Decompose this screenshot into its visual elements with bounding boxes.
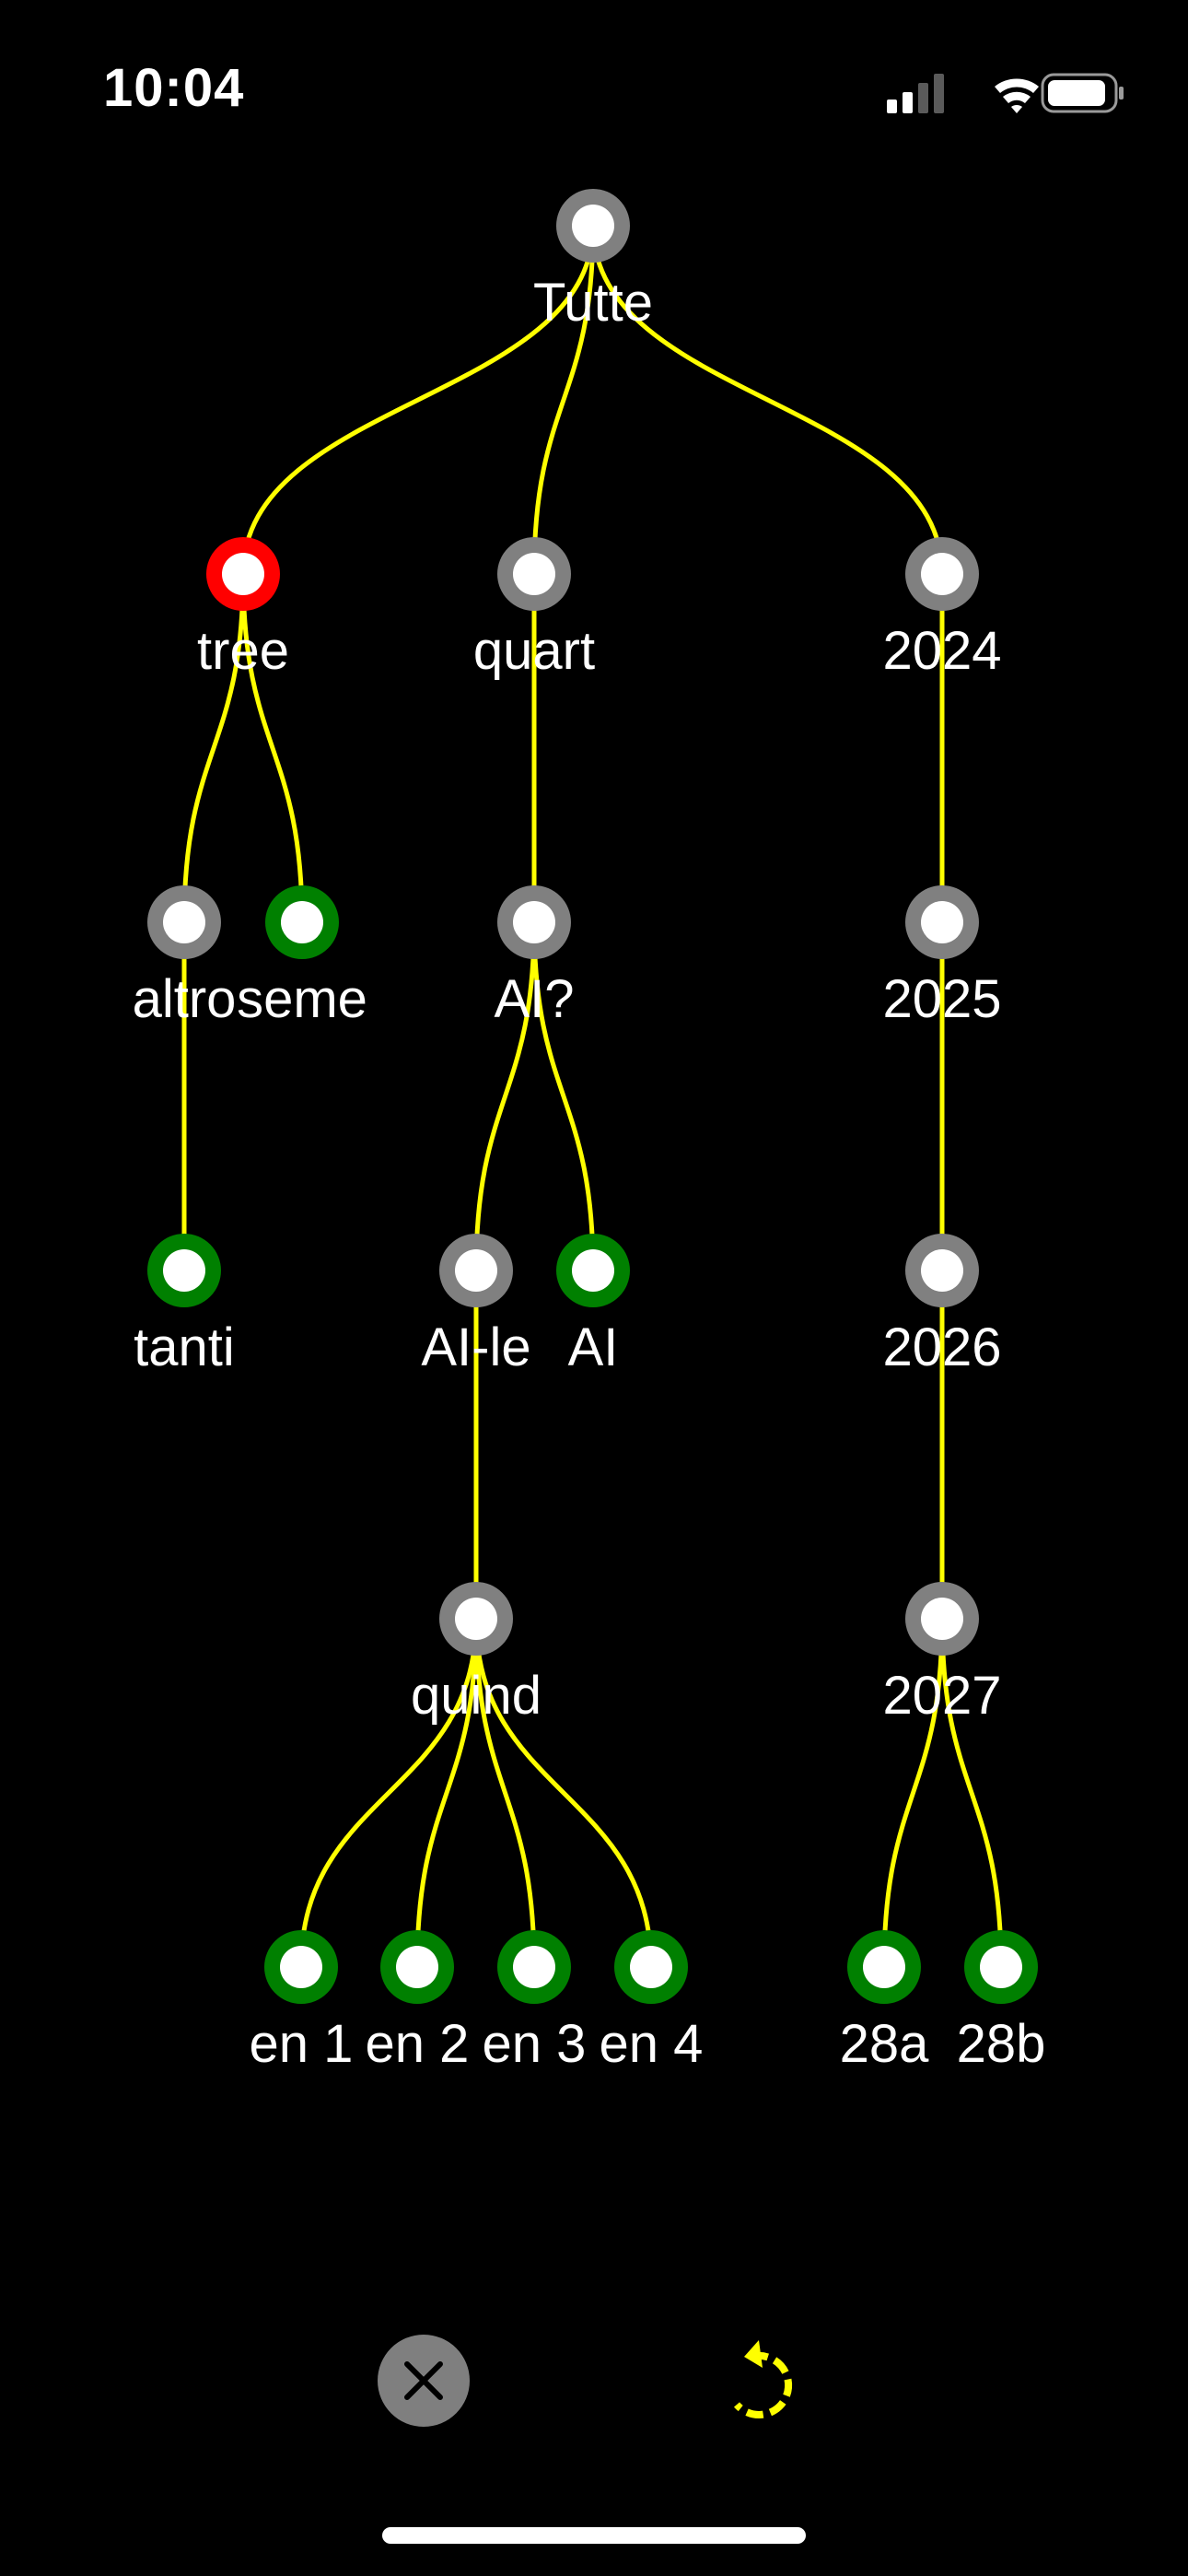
edge-ai_q-ai_le [473,921,537,1271]
edge-quind-en4 [473,1618,654,1968]
node-center [921,1249,963,1292]
edge-y2027-y28a [881,1618,945,1968]
node-center [163,901,205,943]
tree-node-tree[interactable]: tree [197,537,289,681]
edge-tutte-tree [240,225,596,575]
edge-tutte-quart [531,225,596,575]
tree-node-y2026[interactable]: 2026 [882,1234,1002,1377]
node-center [513,901,555,943]
tree-node-ai_le[interactable]: AI-le [421,1234,531,1377]
edge-quind-en2 [414,1618,479,1968]
tree-node-tanti[interactable]: tanti [134,1234,235,1377]
node-center [572,205,614,247]
node-center [163,1249,205,1292]
node-center [630,1946,672,1988]
tree-node-seme[interactable]: seme [237,885,367,1029]
node-label: 28a [840,2014,930,2074]
node-label: 2026 [882,1317,1001,1377]
node-center [863,1946,905,1988]
node-label: quind [411,1666,542,1726]
battery-icon [1041,73,1124,113]
node-center [513,1946,555,1988]
tree-node-y28a[interactable]: 28a [840,1930,930,2074]
tree-node-y2024[interactable]: 2024 [882,537,1002,681]
tree-node-y2027[interactable]: 2027 [882,1582,1002,1726]
node-label: seme [237,969,367,1029]
rotate-ccw-icon [733,2340,793,2418]
node-center [980,1946,1022,1988]
home-indicator[interactable] [382,2527,806,2544]
node-label: en 4 [600,2014,704,2074]
status-time: 10:04 [103,58,245,118]
tree-node-quind[interactable]: quind [411,1582,542,1726]
status-icons [887,73,1124,113]
node-label: tree [197,621,289,681]
wifi-icon [995,78,1039,113]
node-label: 2027 [882,1666,1001,1726]
node-center [396,1946,438,1988]
bottom-toolbar [0,2303,1188,2488]
tree-node-en2[interactable]: en 2 [366,1930,470,2074]
node-center [222,553,264,595]
node-label: Tutte [533,273,653,333]
tree-node-ai[interactable]: AI [556,1234,630,1377]
node-label: en 3 [483,2014,587,2074]
reset-button[interactable] [711,2329,814,2432]
node-center [921,1598,963,1640]
node-label: 2024 [882,621,1001,681]
edge-tutte-y2024 [590,225,945,575]
edge-tree-altro [181,573,246,923]
node-center [921,553,963,595]
tree-node-quart[interactable]: quart [473,537,595,681]
node-label: en 2 [366,2014,470,2074]
tree-node-en4[interactable]: en 4 [600,1930,704,2074]
edge-tree-seme [240,573,305,923]
edge-quind-en3 [473,1618,537,1968]
node-center [281,901,323,943]
tree-node-y28b[interactable]: 28b [957,1930,1046,2074]
node-label: AI-le [421,1317,530,1377]
tree-node-en3[interactable]: en 3 [483,1930,587,2074]
node-center [513,553,555,595]
node-center [455,1249,497,1292]
close-button[interactable] [378,2335,470,2427]
node-center [280,1946,322,1988]
node-center [455,1598,497,1640]
edge-ai_q-ai [531,921,596,1271]
node-center [572,1249,614,1292]
tree-node-ai_q[interactable]: AI? [494,885,575,1029]
node-label: 2025 [882,969,1001,1029]
node-label: 28b [957,2014,1046,2074]
node-label: AI [568,1317,619,1377]
edge-y2027-y28b [939,1618,1004,1968]
node-label: altro [133,969,237,1029]
node-center [921,901,963,943]
tree-node-tutte[interactable]: Tutte [533,189,653,333]
node-label: tanti [134,1317,235,1377]
tree-node-en1[interactable]: en 1 [250,1930,354,2074]
node-label: quart [473,621,595,681]
status-bar: 10:04 [0,0,1188,184]
tree-node-y2025[interactable]: 2025 [882,885,1002,1029]
close-icon [404,2361,443,2400]
edges-layer [181,225,1004,1968]
edge-quind-en1 [298,1618,479,1968]
cellular-signal-icon [887,74,944,113]
node-label: AI? [494,969,574,1029]
tree-node-altro[interactable]: altro [133,885,237,1029]
node-label: en 1 [250,2014,354,2074]
